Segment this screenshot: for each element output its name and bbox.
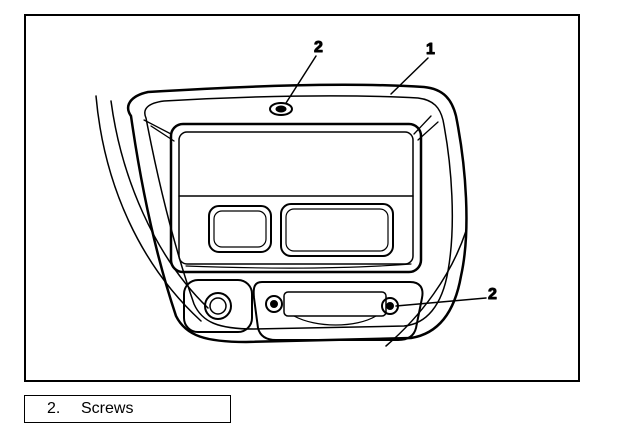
callout-lower-screw: 2	[488, 286, 497, 303]
left-vent	[208, 205, 272, 253]
display-opening	[169, 122, 423, 274]
lower-left-screw	[265, 295, 283, 313]
lower-switch-panel	[252, 281, 424, 341]
bezel-outline	[126, 83, 468, 344]
right-vent	[280, 203, 394, 257]
air-vents	[208, 203, 394, 257]
leader-line-bezel	[390, 57, 429, 95]
leader-line-lower-screw	[395, 297, 487, 307]
legend-number: 2.	[47, 400, 61, 417]
left-knob	[183, 279, 253, 333]
callout-bezel: 1	[426, 41, 435, 58]
legend-label: Screws	[81, 400, 134, 417]
top-screw	[269, 102, 293, 116]
callout-top-screw: 2	[314, 39, 323, 56]
bezel-inner-outline	[144, 95, 454, 330]
instrument-panel-bezel-diagram: 2 1 2	[95, 39, 498, 347]
leader-lines	[285, 55, 487, 307]
bezel-bevel-strokes	[143, 115, 439, 142]
leader-line-top-screw	[285, 55, 317, 104]
illustration-frame: 2 1 2	[24, 14, 580, 382]
legend-box: 2. Screws	[24, 395, 231, 423]
